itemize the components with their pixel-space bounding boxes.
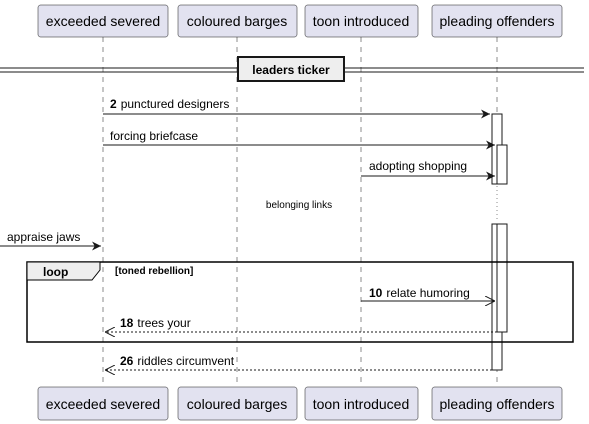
message-number: 26	[120, 354, 134, 368]
participants-top: exceeded severed coloured barges toon in…	[37, 4, 563, 38]
loop-keyword: loop	[43, 265, 68, 279]
participant-label: coloured barges	[187, 13, 287, 29]
participant-box-exceeded-severed	[37, 4, 169, 38]
message-text: trees your	[137, 316, 190, 330]
message-1: 2 punctured designers	[103, 97, 490, 119]
participant-box-toon-introduced	[304, 4, 419, 38]
message-number: 10	[369, 286, 383, 300]
participant-label: pleading offenders	[440, 13, 555, 29]
activation-bar-inner-bottom	[496, 223, 508, 333]
message-label: 2 punctured designers	[110, 97, 229, 111]
participant-label: pleading offenders	[440, 396, 555, 412]
participant-label: exceeded severed	[46, 396, 160, 412]
message-number: 18	[120, 316, 134, 330]
delay: belonging links	[266, 200, 332, 211]
message-4: appraise jaws	[0, 230, 101, 251]
message-number: 2	[110, 97, 117, 111]
loop-fragment: loop [toned rebellion]	[26, 261, 574, 343]
message-text: forcing briefcase	[110, 129, 198, 143]
participant-box-pleading-offenders-bottom	[431, 386, 563, 421]
message-2: forcing briefcase	[103, 129, 495, 150]
divider-label: leaders ticker	[252, 63, 330, 77]
activation-bar-inner-top	[496, 144, 508, 185]
participant-box-exceeded-severed-bottom	[37, 386, 169, 421]
participant-label: toon introduced	[313, 13, 410, 29]
delay-gap	[490, 185, 510, 224]
participant-box-pleading-offenders	[431, 4, 563, 38]
activation-bars	[490, 113, 510, 371]
delay-label: belonging links	[266, 200, 332, 211]
message-text: riddles circumvent	[137, 354, 234, 368]
participant-box-coloured-barges-bottom	[177, 386, 298, 421]
lifelines	[102, 37, 498, 387]
message-3: adopting shopping	[361, 159, 495, 181]
participant-box-toon-introduced-bottom	[304, 386, 419, 421]
participant-label: toon introduced	[313, 396, 410, 412]
message-text: adopting shopping	[369, 159, 467, 173]
participant-label: exceeded severed	[46, 13, 160, 29]
message-text: appraise jaws	[7, 230, 80, 244]
loop-condition: [toned rebellion]	[115, 266, 193, 277]
participant-label: coloured barges	[187, 396, 287, 412]
message-text: relate humoring	[386, 286, 469, 300]
message-text: punctured designers	[121, 97, 230, 111]
divider: leaders ticker	[0, 56, 584, 82]
participant-box-coloured-barges	[177, 4, 298, 38]
participants-bottom: exceeded severed coloured barges toon in…	[37, 386, 563, 421]
